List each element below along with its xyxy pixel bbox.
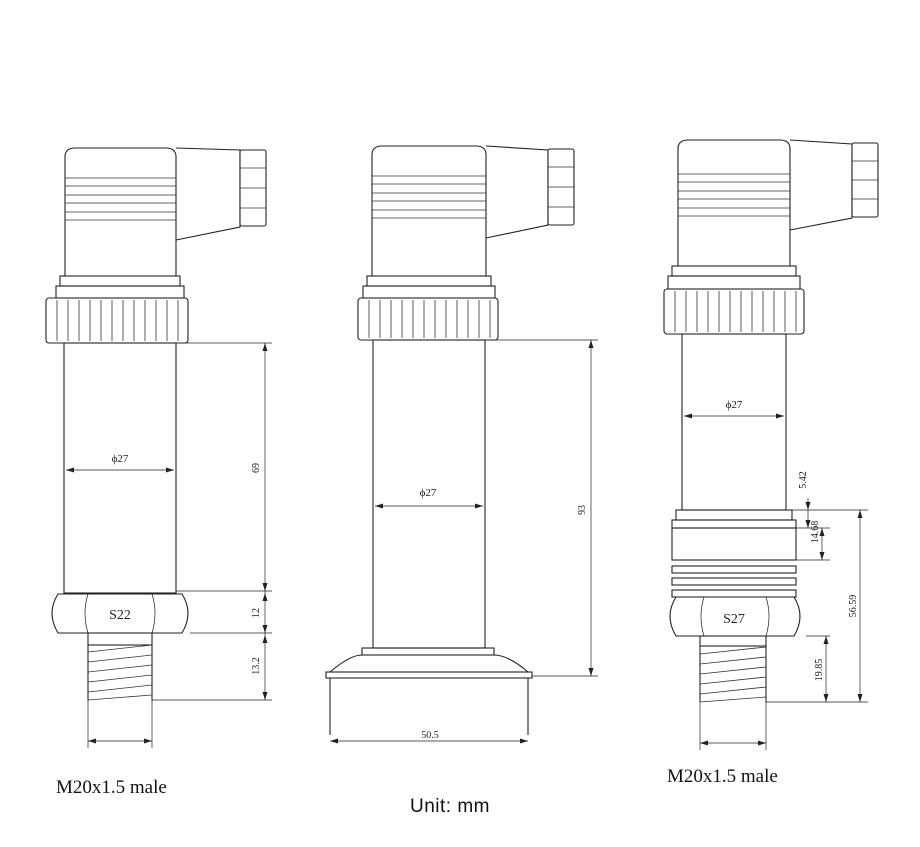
left-connector [64,147,267,276]
right-hex-nut: S27 [669,596,801,637]
right-dim-b: 14.68 [810,521,821,544]
middle-dim-flange: 50.5 [421,730,439,741]
left-body [63,342,177,594]
left-thread [87,632,153,701]
middle-dim-height: 93 [577,505,588,515]
middle-vertical-dim: 93 [485,339,598,677]
left-thread-width-dim [87,700,153,748]
right-seal-ring [671,527,797,561]
middle-knurled-nut [357,297,499,341]
middle-transmitter: ϕ27 93 50.5 [325,145,598,744]
left-dim-hex: 12 [251,608,262,618]
middle-diameter-dim: ϕ27 [375,487,483,509]
middle-flange [325,647,533,735]
right-dim-c: 56.59 [848,595,859,618]
left-caption: M20x1.5 male [56,777,167,798]
right-diameter-label: ϕ27 [726,399,743,411]
left-diameter-label: ϕ27 [112,453,129,465]
left-hex-label: S22 [109,608,131,623]
left-knurled-nut [45,297,189,344]
left-dim-thread: 13.2 [251,657,262,675]
left-vertical-dims: 69 12 13.2 [152,342,272,701]
right-connector [677,139,879,266]
left-transmitter: S22 ϕ27 69 [45,147,272,798]
right-diameter-dim: ϕ27 [684,399,784,419]
right-dim-a: 5.42 [798,471,809,489]
left-hex-nut: S22 [51,593,189,634]
middle-connector [371,145,575,276]
right-thread [699,635,767,703]
right-caption: M20x1.5 male [667,766,778,787]
right-vertical-dims: 5.42 14.68 56.59 19.85 [766,471,868,703]
left-diameter-dim: ϕ27 [66,453,174,473]
right-hex-label: S27 [723,612,745,627]
right-thread-width-dim [699,702,767,750]
right-dim-d: 19.85 [814,659,825,682]
middle-flange-dim: 50.5 [330,730,528,744]
middle-diameter-label: ϕ27 [420,487,437,499]
right-transmitter: S27 ϕ27 5.42 [663,139,879,787]
right-body [681,333,787,511]
left-dim-body: 69 [251,463,262,473]
right-knurled-nut [663,288,805,335]
unit-label: Unit: mm [410,796,490,817]
